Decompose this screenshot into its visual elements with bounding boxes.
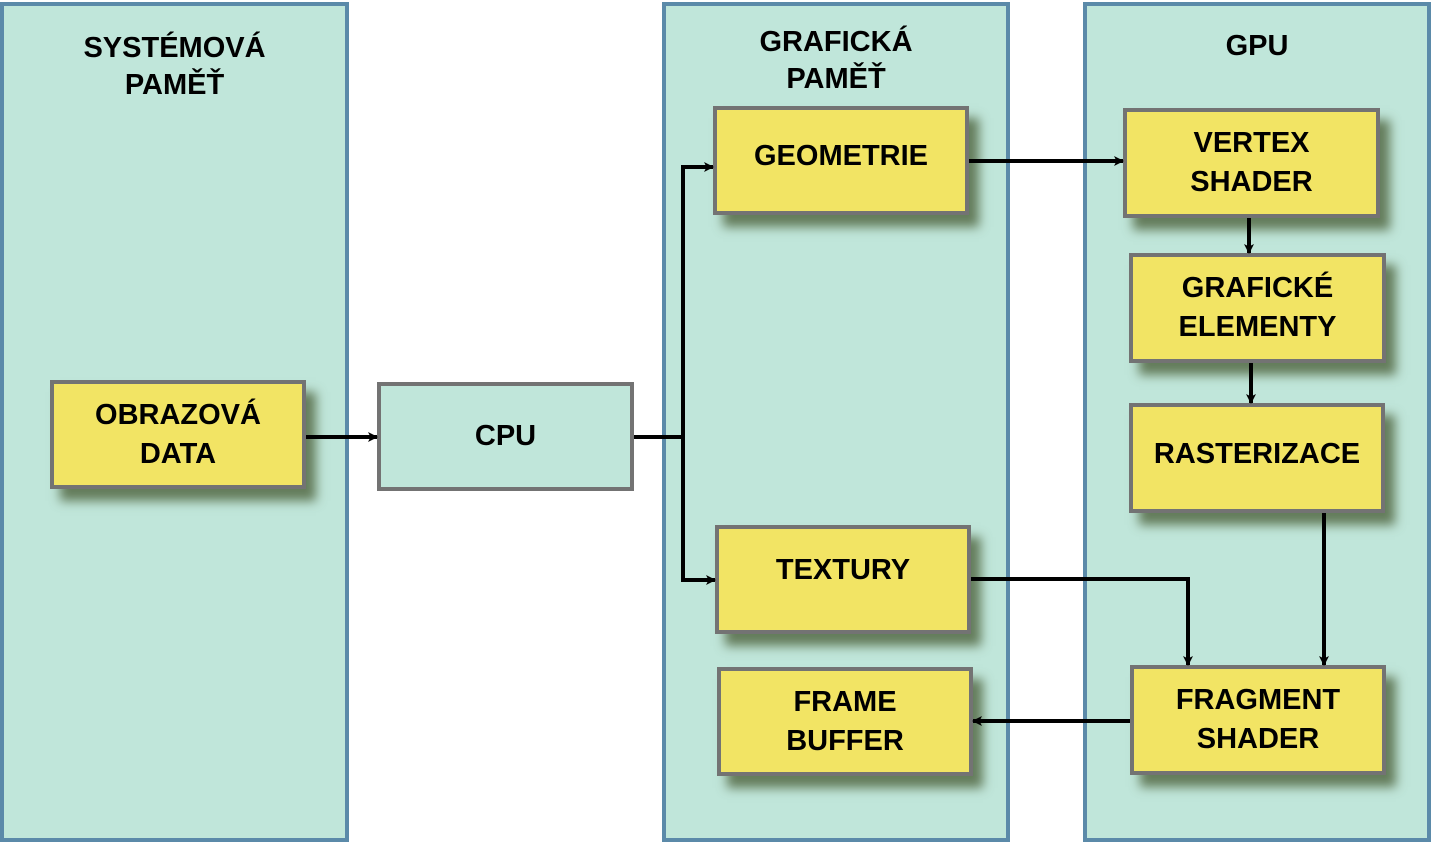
- node-fragment-shader[interactable]: FRAGMENT SHADER: [1130, 665, 1386, 775]
- node-label: OBRAZOVÁ DATA: [95, 398, 261, 470]
- node-label: FRAME BUFFER: [786, 685, 904, 757]
- region-title-graphics-memory: GRAFICKÁ PAMĚŤ: [759, 26, 913, 95]
- node-label: GEOMETRIE: [753, 140, 928, 172]
- node-cpu[interactable]: CPU: [377, 382, 634, 491]
- node-geometry[interactable]: GEOMETRIE: [713, 106, 969, 215]
- node-label: VERTEX SHADER: [1190, 127, 1313, 198]
- node-label: FRAGMENT SHADER: [1175, 684, 1341, 755]
- node-label: CPU: [474, 420, 537, 452]
- node-vertex-shader[interactable]: VERTEX SHADER: [1123, 108, 1380, 218]
- node-label: GRAFICKÉ ELEMENTY: [1178, 272, 1337, 343]
- region-title-gpu: GPU: [1225, 30, 1289, 62]
- node-label: TEXTURY: [775, 554, 911, 586]
- node-primitives[interactable]: GRAFICKÉ ELEMENTY: [1129, 253, 1386, 363]
- region-title-system-memory: SYSTÉMOVÁ PAMĚŤ: [83, 32, 266, 101]
- node-textures[interactable]: TEXTURY: [715, 525, 971, 634]
- node-label: RASTERIZACE: [1153, 437, 1361, 470]
- node-frame-buffer[interactable]: FRAME BUFFER: [717, 667, 973, 776]
- node-rasterization[interactable]: RASTERIZACE: [1129, 403, 1385, 513]
- node-image-data[interactable]: OBRAZOVÁ DATA: [50, 380, 306, 489]
